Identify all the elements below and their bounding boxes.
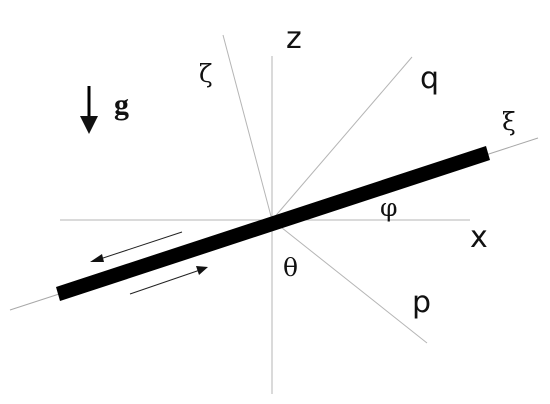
label-x: x xyxy=(470,220,488,255)
zeta-axis xyxy=(222,34,273,221)
label-q: q xyxy=(420,61,439,96)
rod xyxy=(56,146,490,301)
label-gravity: g xyxy=(114,88,129,121)
label-p: p xyxy=(412,285,431,320)
label-xi: ξ xyxy=(502,107,516,136)
gravity-arrow-head xyxy=(80,116,98,134)
flow-arrow-down-head xyxy=(196,266,208,275)
label-z: z xyxy=(286,21,302,56)
p-axis xyxy=(271,219,428,344)
flow-arrow-up-head xyxy=(90,254,104,262)
flow-arrow-down-shaft xyxy=(129,269,201,295)
label-theta: θ xyxy=(283,253,298,282)
flow-arrow-up-shaft xyxy=(96,231,183,261)
q-axis xyxy=(271,56,413,221)
label-phi: φ xyxy=(380,193,398,222)
label-zeta: ζ xyxy=(199,59,213,88)
